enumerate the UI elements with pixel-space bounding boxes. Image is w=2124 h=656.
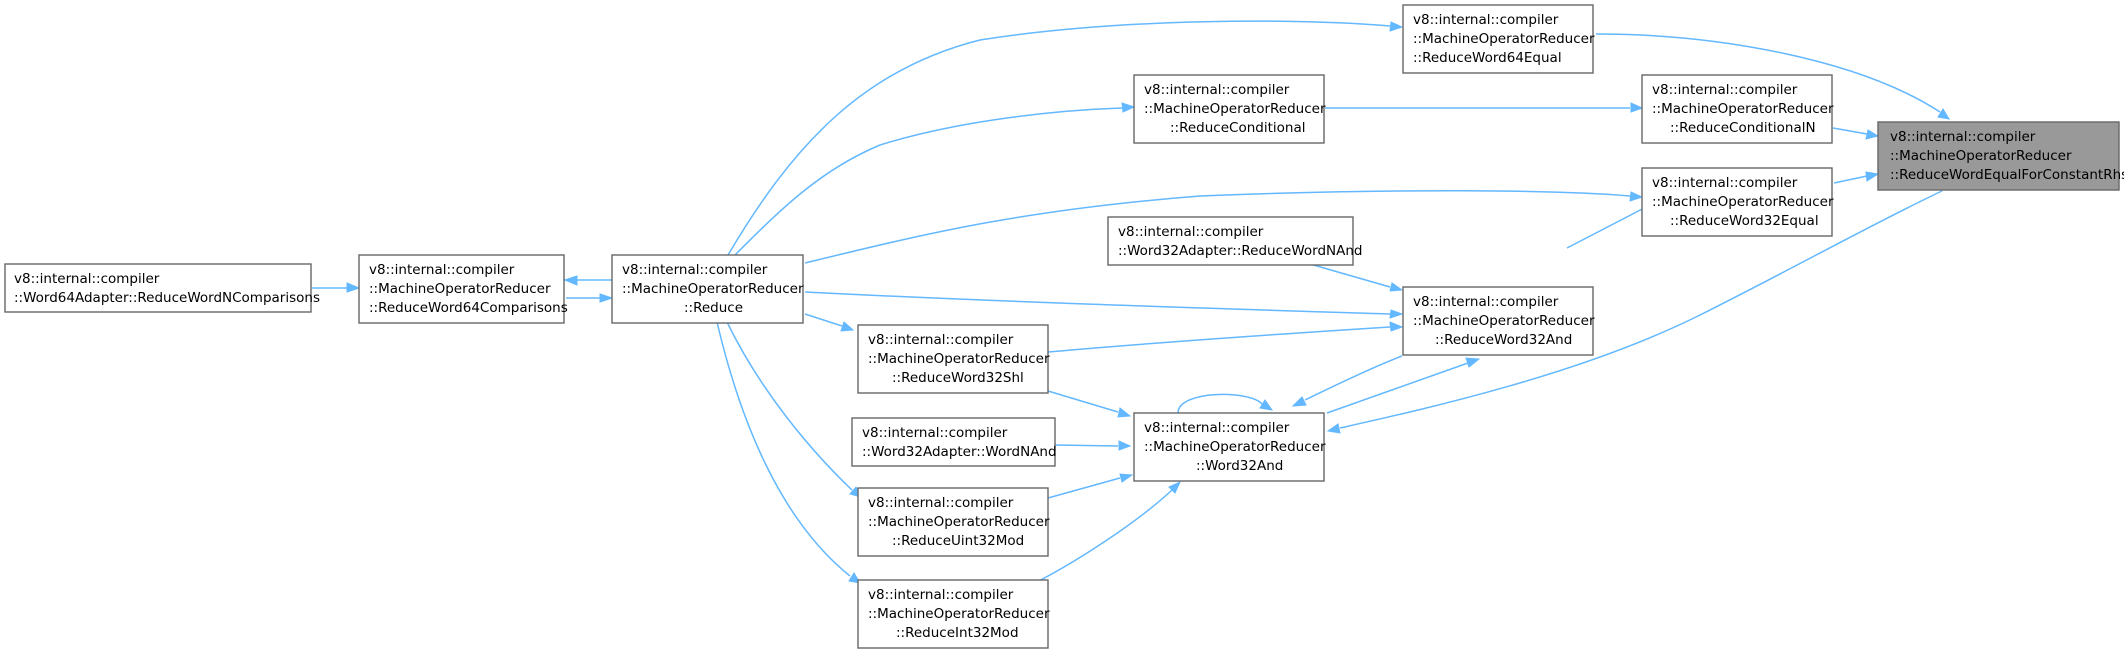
node-label-line: ::ReduceWord64Equal — [1413, 50, 1562, 66]
nodes: v8::internal::compiler ::MachineOperator… — [4, 4, 2124, 649]
edge-w32a-rwna-to-rw32and — [1309, 263, 1404, 292]
edge-reduce-to-rw32and — [804, 291, 1404, 319]
node-reduce-conditional-n[interactable]: v8::internal::compiler ::MachineOperator… — [1641, 74, 1834, 144]
edge-reduce-to-uint32mod — [726, 321, 862, 498]
node-reduce-word64-equal[interactable]: v8::internal::compiler ::MachineOperator… — [1402, 4, 1595, 74]
edge-word64equal-to-target — [1595, 33, 1950, 120]
node-reduce-word32-shl[interactable]: v8::internal::compiler ::MachineOperator… — [857, 324, 1050, 394]
edge-reduce-to-w64cmp — [566, 293, 614, 303]
edge-uint32mod-to-word32and — [1047, 473, 1134, 499]
node-label-line: ::MachineOperatorReducer — [369, 281, 551, 297]
node-label-line: ::Word64Adapter::ReduceWordNComparisons — [14, 290, 320, 306]
node-reduce[interactable]: v8::internal::compiler ::MachineOperator… — [611, 254, 804, 324]
edge-word32equal-to-target — [1833, 171, 1880, 184]
node-word32adapter-reduce-wordn-and[interactable]: v8::internal::compiler ::Word32Adapter::… — [1107, 216, 1362, 266]
edge-rw32and-to-word32and — [1291, 355, 1403, 407]
node-label-line: ::MachineOperatorReducer — [1144, 101, 1326, 117]
edge-reduce-to-conditional — [734, 102, 1136, 256]
node-label-line: v8::internal::compiler — [1144, 82, 1290, 98]
node-label-line: v8::internal::compiler — [1413, 294, 1559, 310]
node-reduce-word-equal-for-constant-rhs[interactable]: v8::internal::compiler ::MachineOperator… — [1877, 121, 2124, 191]
node-label-line: v8::internal::compiler — [1144, 420, 1290, 436]
edge-w64cmp-to-reduce — [562, 275, 612, 286]
node-label-line: ::MachineOperatorReducer — [622, 281, 804, 297]
node-label-line: v8::internal::compiler — [1413, 12, 1559, 28]
node-label-line: v8::internal::compiler — [862, 425, 1008, 441]
node-label-line: ::Word32Adapter::WordNAnd — [862, 444, 1057, 460]
edge-w32a-wna-to-word32and — [1054, 440, 1132, 451]
node-reduce-uint32-mod[interactable]: v8::internal::compiler ::MachineOperator… — [857, 487, 1050, 557]
node-reduce-word32-equal[interactable]: v8::internal::compiler ::MachineOperator… — [1641, 167, 1834, 237]
node-label-line: v8::internal::compiler — [868, 495, 1014, 511]
node-label-line: ::ReduceWord32And — [1435, 332, 1572, 348]
edge-shl-to-word32and — [1047, 390, 1132, 418]
node-label-line: ::ReduceWord32Shl — [892, 370, 1024, 386]
edge-reduce-to-shl — [804, 313, 855, 332]
node-label-line: ::Word32Adapter::ReduceWordNAnd — [1118, 243, 1362, 259]
node-label-line: v8::internal::compiler — [622, 262, 768, 278]
edge-conditionaln-to-target — [1832, 127, 1880, 140]
node-label-line: ::MachineOperatorReducer — [1144, 439, 1326, 455]
edge-word32and-to-rw32and — [1326, 357, 1481, 414]
node-label-line: ::MachineOperatorReducer — [868, 514, 1050, 530]
node-word32adapter-wordn-and[interactable]: v8::internal::compiler ::Word32Adapter::… — [851, 417, 1057, 467]
node-word32-and[interactable]: v8::internal::compiler ::MachineOperator… — [1133, 412, 1326, 482]
node-label-line: ::MachineOperatorReducer — [868, 351, 1050, 367]
node-label-line: ::MachineOperatorReducer — [1890, 148, 2072, 164]
edge-reduce-to-word32equal — [804, 189, 1644, 264]
node-reduce-word32-and[interactable]: v8::internal::compiler ::MachineOperator… — [1402, 286, 1595, 356]
node-label-line: ::MachineOperatorReducer — [1652, 101, 1834, 117]
node-word64adapter-reduce-wordn-comparisons[interactable]: v8::internal::compiler ::Word64Adapter::… — [4, 263, 320, 313]
node-label-line: ::ReduceWord32Equal — [1670, 213, 1819, 229]
edge-word32and-self — [1177, 393, 1274, 414]
edge-reduce-to-int32mod — [716, 321, 861, 584]
edge-word32and-to-target — [1326, 190, 1943, 434]
edges — [312, 20, 1950, 585]
node-reduce-word64-comparisons[interactable]: v8::internal::compiler ::MachineOperator… — [358, 254, 568, 324]
node-label-line: v8::internal::compiler — [14, 271, 160, 287]
node-label-line: ::MachineOperatorReducer — [1413, 31, 1595, 47]
node-label-line: ::ReduceUint32Mod — [892, 533, 1024, 549]
node-label-line: ::Reduce — [684, 300, 743, 316]
node-label-line: v8::internal::compiler — [369, 262, 515, 278]
node-label-line: v8::internal::compiler — [1118, 224, 1264, 240]
node-label-line: ::ReduceWordEqualForConstantRhs — [1890, 167, 2124, 183]
node-reduce-conditional[interactable]: v8::internal::compiler ::MachineOperator… — [1133, 74, 1326, 144]
node-label-line: ::ReduceWord64Comparisons — [369, 300, 568, 316]
edge-int32mod-to-word32and — [1032, 480, 1182, 585]
edge-w64a-to-w64cmp — [312, 282, 361, 293]
node-label-line: ::ReduceInt32Mod — [896, 625, 1019, 641]
node-reduce-int32-mod[interactable]: v8::internal::compiler ::MachineOperator… — [857, 579, 1050, 649]
node-label-line: ::ReduceConditionalN — [1670, 120, 1816, 136]
node-label-line: v8::internal::compiler — [1890, 129, 2036, 145]
node-label-line: v8::internal::compiler — [868, 332, 1014, 348]
node-label-line: ::MachineOperatorReducer — [868, 606, 1050, 622]
node-label-line: ::Word32And — [1196, 458, 1283, 474]
node-label-line: ::MachineOperatorReducer — [1413, 313, 1595, 329]
edge-shl-to-rw32and — [1047, 321, 1404, 353]
edge-reduce-to-word64equal — [727, 20, 1404, 256]
edge-conditional-to-conditionaln — [1325, 102, 1644, 113]
node-label-line: v8::internal::compiler — [1652, 82, 1798, 98]
node-label-line: ::MachineOperatorReducer — [1652, 194, 1834, 210]
node-label-line: v8::internal::compiler — [868, 587, 1014, 603]
node-label-line: ::ReduceConditional — [1170, 120, 1305, 136]
node-label-line: v8::internal::compiler — [1652, 175, 1798, 191]
